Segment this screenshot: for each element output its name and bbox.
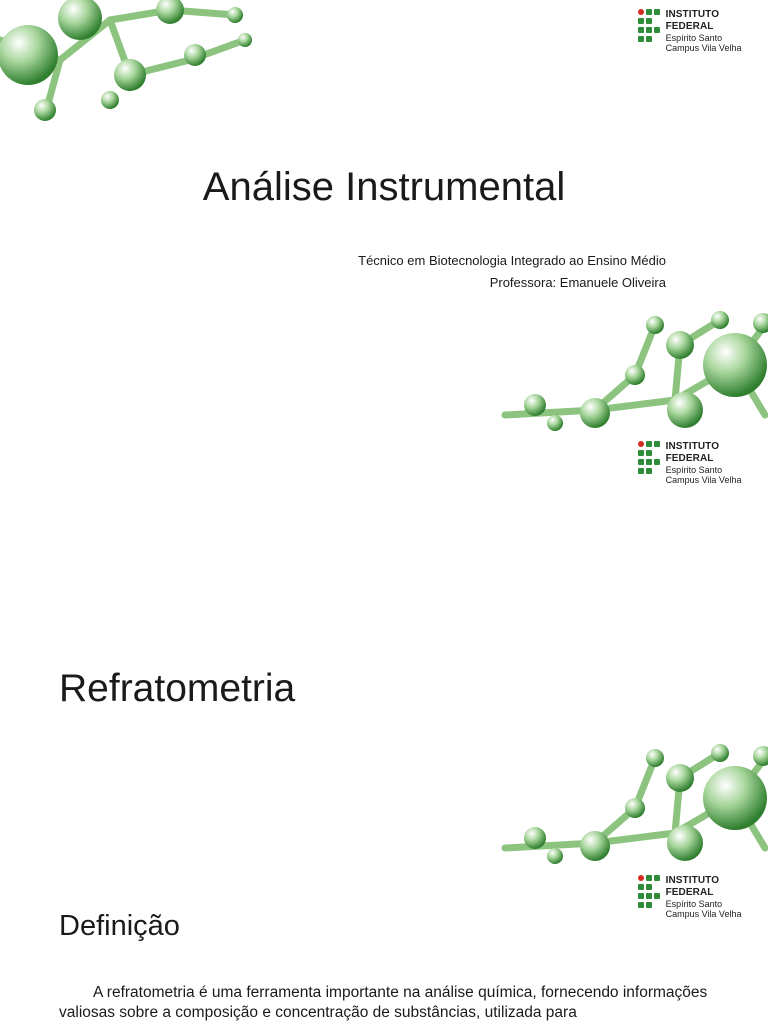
logo-text: INSTITUTO FEDERAL Espírito Santo Campus …: [666, 441, 768, 485]
logo-campus: Campus Vila Velha: [665, 43, 742, 53]
slide-refratometria: INSTITUTO FEDERAL Espírito Santo Campus …: [0, 433, 768, 866]
logo-campus: Campus Vila Velha: [665, 909, 742, 919]
if-logo-icon: [638, 9, 661, 42]
logo-state: Espírito Santo: [665, 33, 723, 43]
slide-title: INSTITUTO FEDERAL Espírito Santo Campus …: [0, 0, 768, 433]
definition-heading: Definição: [59, 910, 180, 942]
section-title-heading: Refratometria: [59, 667, 296, 710]
logo-institution: INSTITUTO FEDERAL: [665, 9, 720, 32]
molecule-decoration-top-left: [0, 0, 252, 121]
logo-text: INSTITUTO FEDERAL Espírito Santo Campus …: [666, 875, 768, 919]
logo-campus: Campus Vila Velha: [665, 475, 742, 485]
if-logo-icon: [638, 875, 661, 908]
slide-definicao: INSTITUTO FEDERAL Espírito Santo Campus …: [0, 866, 768, 1024]
logo-institution: INSTITUTO FEDERAL: [665, 441, 720, 464]
if-logo-icon: [638, 441, 661, 474]
institution-logo: INSTITUTO FEDERAL Espírito Santo Campus …: [638, 441, 768, 485]
teacher-name: Professora: Emanuele Oliveira: [489, 275, 666, 290]
definition-paragraph: A refratometria é uma ferramenta importa…: [59, 984, 708, 1021]
logo-institution: INSTITUTO FEDERAL: [665, 875, 720, 898]
molecule-decoration-bottom-right: [501, 744, 768, 864]
institution-logo: INSTITUTO FEDERAL Espírito Santo Campus …: [638, 875, 768, 919]
logo-state: Espírito Santo: [665, 465, 723, 475]
logo-state: Espírito Santo: [665, 899, 723, 909]
slide-title-heading: Análise Instrumental: [202, 165, 566, 209]
slide-subtitle: Técnico em Biotecnologia Integrado ao En…: [358, 250, 666, 294]
course-name: Técnico em Biotecnologia Integrado ao En…: [358, 253, 666, 268]
molecule-decoration-bottom-right: [501, 311, 768, 431]
logo-text: INSTITUTO FEDERAL Espírito Santo Campus …: [666, 9, 768, 53]
institution-logo: INSTITUTO FEDERAL Espírito Santo Campus …: [638, 9, 768, 53]
